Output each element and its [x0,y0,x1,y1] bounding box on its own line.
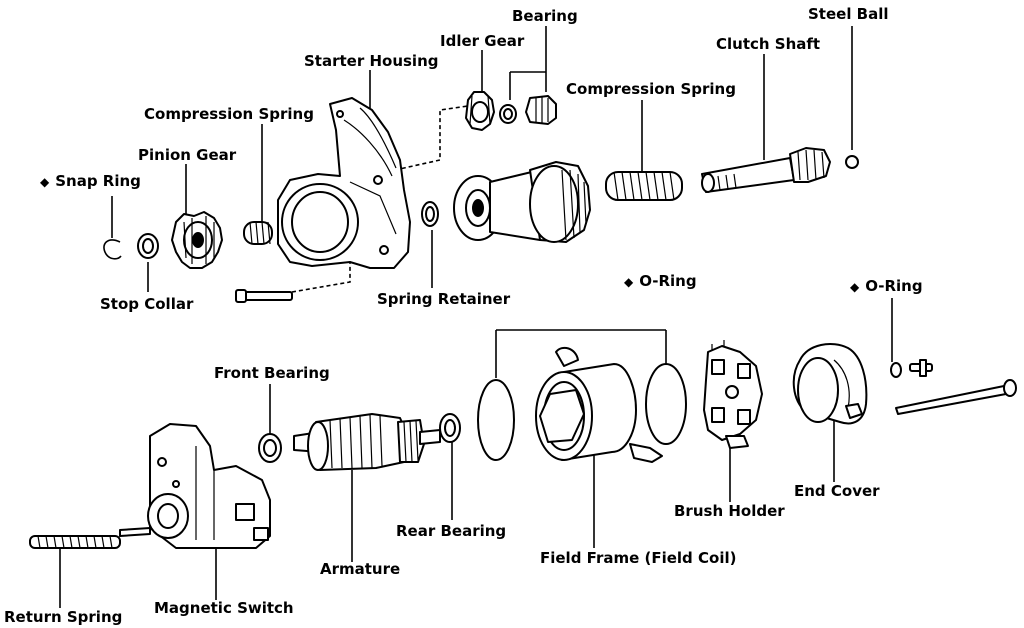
compression-spring-2-part [605,171,683,201]
compression-spring-2-label: Compression Spring [566,80,736,98]
compression-spring-1-label: Compression Spring [144,105,314,123]
housing-bolt-part [235,289,293,303]
front-bearing-label: Front Bearing [214,364,330,382]
clutch-assembly-part [453,161,591,243]
steel-ball-part [845,155,859,169]
field-frame-label: Field Frame (Field Coil) [540,549,737,567]
o-ring-2-label: ◆ O-Ring [850,277,923,296]
starter-housing-part [277,97,411,269]
armature-part [293,413,441,471]
stop-collar-part [137,233,159,259]
o-ring-1-part [477,379,515,461]
end-cover-part [792,343,868,425]
o-ring-1-text: O-Ring [639,272,697,290]
end-cover-screws-part [890,359,933,378]
snap-ring-label: ◆ Snap Ring [40,172,141,191]
plunger-rod-part [119,527,151,537]
starter-housing-label: Starter Housing [304,52,439,70]
through-bolt-part [895,379,1017,415]
snap-ring-part [103,239,122,260]
return-spring-part [29,535,121,549]
rear-bearing-part [439,413,461,443]
compression-spring-1-part [243,221,273,245]
spring-retainer-part [421,201,439,227]
armature-label: Armature [320,560,401,578]
return-spring-label: Return Spring [4,608,123,626]
rear-bearing-label: Rear Bearing [396,522,507,540]
marker-diamond-icon: ◆ [624,275,634,289]
o-ring-2-text: O-Ring [865,277,923,295]
o-ring-1-label: ◆ O-Ring [624,272,697,291]
pinion-gear-label: Pinion Gear [138,146,237,164]
brush-holder-label: Brush Holder [674,502,785,520]
idler-gear-label: Idler Gear [440,32,525,50]
leader-lines [59,26,893,608]
steel-ball-label: Steel Ball [808,5,889,23]
bearing-label: Bearing [512,7,578,25]
pinion-gear-part [171,211,223,269]
end-cover-label: End Cover [794,482,880,500]
clutch-shaft-label: Clutch Shaft [716,35,821,53]
field-frame-part [535,346,663,463]
clutch-shaft-part [701,147,831,193]
magnetic-switch-part [147,423,271,549]
bearing-part [499,95,557,125]
brush-holder-part [703,340,763,449]
o-ring-2-part [645,363,687,445]
spring-retainer-label: Spring Retainer [377,290,511,308]
idler-gear-part [465,91,495,131]
marker-diamond-icon: ◆ [850,280,860,294]
snap-ring-text: Snap Ring [55,172,141,190]
magnetic-switch-label: Magnetic Switch [154,599,294,617]
stop-collar-label: Stop Collar [100,295,194,313]
marker-diamond-icon: ◆ [40,175,50,189]
front-bearing-part [258,433,282,463]
